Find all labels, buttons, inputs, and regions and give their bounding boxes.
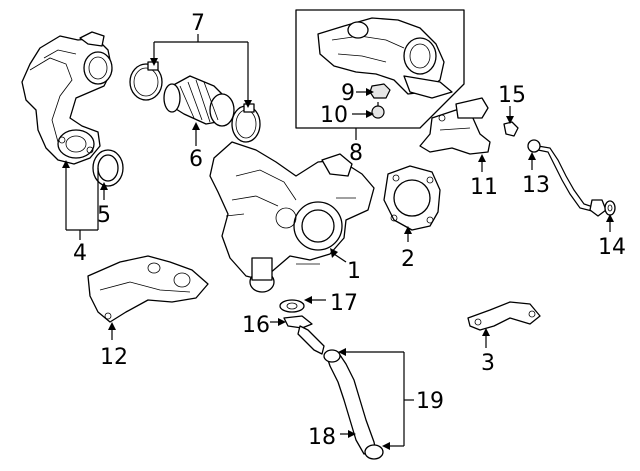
part-14-washer xyxy=(604,200,616,216)
part-6-hose xyxy=(163,75,235,127)
callout-10: 10 xyxy=(320,103,348,128)
part-3-bracket xyxy=(467,301,541,331)
part-13-oil-line xyxy=(527,139,607,217)
callout-16: 16 xyxy=(242,313,270,338)
callout-7: 7 xyxy=(191,11,205,36)
callout-5: 5 xyxy=(97,203,111,228)
callout-19: 19 xyxy=(416,389,444,414)
part-11-bracket xyxy=(419,97,491,155)
callout-9: 9 xyxy=(341,81,355,106)
part-18-hose xyxy=(323,349,384,460)
part-4-intake-pipe xyxy=(21,31,113,165)
part-2-gasket xyxy=(383,165,441,231)
part-17-gasket xyxy=(279,299,305,313)
part-8-inset-box xyxy=(295,9,465,129)
callout-14: 14 xyxy=(598,235,626,260)
callout-17: 17 xyxy=(330,291,358,316)
part-15-clip xyxy=(503,121,519,137)
leader-lines xyxy=(62,34,614,450)
callout-12: 12 xyxy=(100,345,128,370)
callout-15: 15 xyxy=(498,83,526,108)
part-16-oil-return-pipe xyxy=(283,315,325,355)
part-7-clamp-left xyxy=(129,61,163,101)
callout-2: 2 xyxy=(401,247,415,272)
callout-6: 6 xyxy=(189,147,203,172)
callout-18: 18 xyxy=(308,425,336,450)
part-1-turbocharger xyxy=(209,141,375,293)
callout-labels: 7 6 5 4 9 10 8 15 11 13 14 1 2 12 3 17 1… xyxy=(73,11,626,450)
part-7-clamp-right xyxy=(231,103,261,143)
callout-4: 4 xyxy=(73,241,87,266)
callout-1: 1 xyxy=(347,259,361,284)
callout-13: 13 xyxy=(522,173,550,198)
callout-8: 8 xyxy=(349,141,363,166)
callout-11: 11 xyxy=(470,175,498,200)
part-5-gasket-ring xyxy=(92,149,124,187)
part-12-heat-shield xyxy=(87,255,209,323)
part-10-bolt xyxy=(371,102,385,119)
callout-3: 3 xyxy=(481,351,495,376)
